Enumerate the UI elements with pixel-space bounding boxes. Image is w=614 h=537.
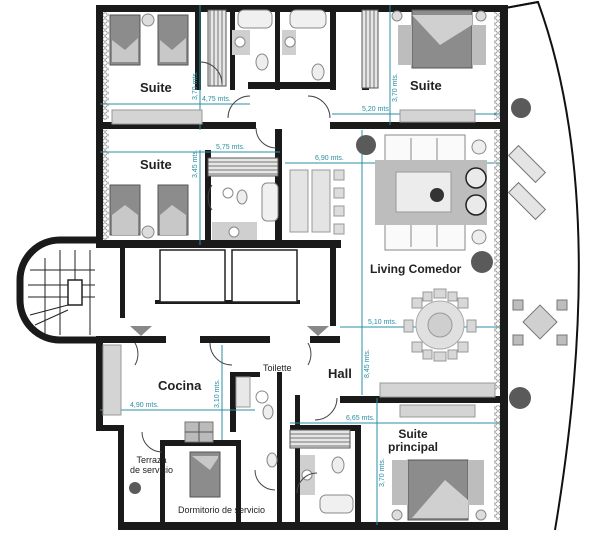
dim-living-width: 6,90 mts. <box>315 155 344 162</box>
terraza-line2: de servicio <box>130 465 174 475</box>
dim-suite-principal-height: 3,70 mts. <box>379 458 386 487</box>
terraza-line1: Terraza <box>136 455 167 465</box>
dim-suite-principal-width: 6,65 mts. <box>346 415 375 422</box>
dim-cocina-width: 4,90 mts. <box>130 402 159 409</box>
room-label-toilette: Toilette <box>263 363 292 373</box>
room-label-terraza-servicio: Terraza de servicio <box>130 455 173 475</box>
room-label-dormitorio-servicio: Dormitorio de servicio <box>178 505 266 515</box>
curtains <box>103 12 500 520</box>
sofa-icon <box>384 134 466 251</box>
bed-icon <box>109 184 189 239</box>
dimension-lines <box>100 5 500 525</box>
room-label-hall: Hall <box>328 366 352 381</box>
room-label-suite-1: Suite <box>140 80 172 95</box>
stove-icon <box>184 421 214 443</box>
dim-suite-2-height: 3,70 mts. <box>392 73 399 102</box>
dim-suite-2-width: 5,20 mts. <box>362 106 391 113</box>
outdoor-table-icon <box>512 299 568 346</box>
kitchen-counter <box>102 344 251 416</box>
room-label-living-comedor: Living Comedor <box>370 262 462 276</box>
bed-icon <box>189 451 221 498</box>
dresser <box>111 109 496 418</box>
dim-suite-3-width: 5,75 mts. <box>216 144 245 151</box>
elevator-icon <box>159 249 298 303</box>
suite-principal-line2: principal <box>388 440 439 454</box>
room-label-cocina: Cocina <box>158 378 202 393</box>
bathtub-icon <box>237 9 354 514</box>
toilet-icon <box>236 53 345 474</box>
dim-cocina-height: 3,10 mts. <box>214 379 221 408</box>
lounge-chair-icon <box>507 144 547 221</box>
armchair <box>465 139 487 245</box>
dim-living-height: 8,45 mts. <box>364 349 371 378</box>
closets <box>207 9 379 449</box>
dim-suite-3-height: 3,45 mts. <box>192 149 199 178</box>
plant-icon <box>129 98 531 494</box>
bed-icon <box>391 9 487 69</box>
room-label-suite-principal: Suite principal <box>388 428 438 454</box>
room-label-suite-3: Suite <box>140 157 172 172</box>
room-label-suite-2: Suite <box>410 78 442 93</box>
dining-table-icon <box>403 288 477 362</box>
staircase-icon <box>28 250 95 335</box>
sideboard <box>289 169 345 235</box>
terrace-outline <box>504 0 580 531</box>
dim-comedor-width: 5,10 mts. <box>368 319 397 326</box>
bed-icon <box>109 13 189 66</box>
dim-suite-1-width: 4,75 mts. <box>202 96 231 103</box>
suite-principal-line1: Suite <box>398 427 428 441</box>
door-swing-icon <box>134 61 338 494</box>
dim-suite-1-height: 3,70 mts. <box>192 71 199 100</box>
bed-icon <box>391 459 487 521</box>
elevator-arrow <box>130 326 329 336</box>
